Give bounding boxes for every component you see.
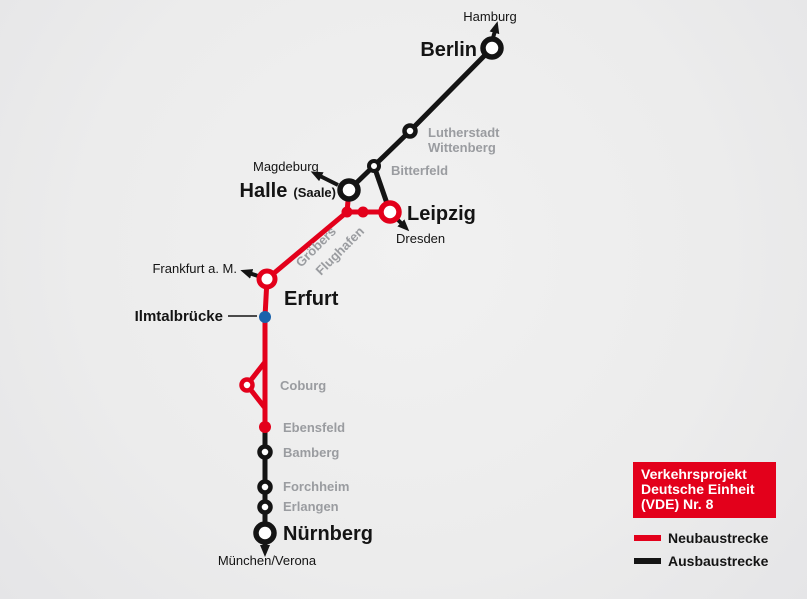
label-dresden: Dresden (396, 231, 445, 246)
line-erfurt-groebers (265, 210, 349, 281)
label-lutherstadt-line2: Wittenberg (428, 140, 496, 155)
station-marker-nuernberg (253, 521, 277, 545)
legend-title-line2: Deutsche Einheit (641, 481, 755, 497)
label-halle-name: Halle (240, 180, 288, 202)
station-labels: Hamburg Berlin Lutherstadt Wittenberg Ma… (135, 9, 517, 568)
label-erfurt: Erfurt (284, 288, 339, 310)
station-marker-halle (337, 178, 361, 202)
station-marker-bamberg (257, 444, 273, 460)
arrow-to-dresden (396, 218, 410, 232)
station-marker-groebers (341, 206, 353, 218)
station-marker-coburg (239, 377, 255, 393)
station-marker-bitterfeld (367, 159, 381, 173)
station-marker-forchheim (257, 479, 273, 495)
station-marker-ebensfeld (259, 421, 271, 433)
label-ilmtalbruecke: Ilmtalbrücke (135, 308, 223, 325)
label-muenchen-verona: München/Verona (218, 553, 317, 568)
station-marker-leipzig (378, 200, 402, 224)
label-leipzig: Leipzig (407, 203, 476, 225)
arrow-to-magdeburg (310, 171, 339, 187)
label-halle: Halle (Saale) (240, 180, 336, 202)
arrow-to-hamburg (489, 21, 500, 39)
legend-title-line1: Verkehrsprojekt (641, 466, 747, 482)
label-hamburg: Hamburg (463, 9, 516, 24)
label-nuernberg: Nürnberg (283, 523, 373, 545)
label-lutherstadt-line1: Lutherstadt (428, 125, 500, 140)
legend-title-box (633, 462, 776, 518)
station-marker-lutherstadt-wittenberg (402, 123, 418, 139)
label-frankfurt: Frankfurt a. M. (152, 261, 237, 276)
label-bamberg: Bamberg (283, 445, 339, 460)
legend-title-line3: (VDE) Nr. 8 (641, 496, 714, 512)
marker-ilmtalbruecke (259, 311, 271, 323)
station-marker-erlangen (257, 499, 273, 515)
station-marker-erfurt (256, 268, 278, 290)
label-forchheim: Forchheim (283, 479, 349, 494)
label-coburg: Coburg (280, 378, 326, 393)
station-markers (228, 36, 504, 545)
legend: Verkehrsprojekt Deutsche Einheit (VDE) N… (633, 462, 776, 569)
label-magdeburg: Magdeburg (253, 159, 319, 174)
legend-label-neubaustrecke: Neubaustrecke (668, 530, 769, 546)
label-ebensfeld: Ebensfeld (283, 420, 345, 435)
label-halle-suffix: (Saale) (293, 185, 336, 200)
station-marker-flughafen (357, 206, 369, 218)
label-bitterfeld: Bitterfeld (391, 163, 448, 178)
station-marker-berlin (480, 36, 504, 60)
arrow-to-frankfurt (240, 269, 259, 279)
label-erlangen: Erlangen (283, 499, 339, 514)
label-berlin: Berlin (420, 39, 477, 61)
legend-label-ausbaustrecke: Ausbaustrecke (668, 553, 769, 569)
